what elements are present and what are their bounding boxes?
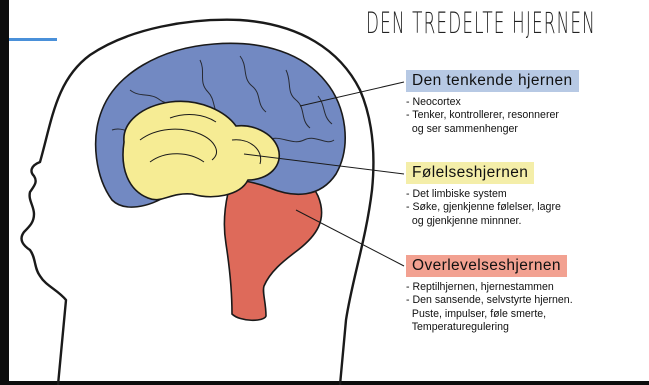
label-emotional-brain: Følelseshjernen xyxy=(406,162,534,184)
bullet-line: - Reptilhjernen, hjernestammen xyxy=(406,281,573,294)
bullet-line: Temperaturegulering xyxy=(406,321,573,334)
bullets-survival-brain: - Reptilhjernen, hjernestammen - Den san… xyxy=(406,281,573,334)
bullet-line: - Tenker, kontrollerer, resonnerer xyxy=(406,109,559,122)
diagram-title: DEN TREDELTE HJERNEN xyxy=(366,6,528,40)
bullet-line: - Søke, gjenkjenne følelser, lagre xyxy=(406,201,561,214)
label-survival-brain: Overlevelseshjernen xyxy=(406,255,567,277)
label-thinking-brain: Den tenkende hjernen xyxy=(406,70,579,92)
bullet-line: - Neocortex xyxy=(406,96,559,109)
bullets-thinking-brain: - Neocortex - Tenker, kontrollerer, reso… xyxy=(406,96,559,136)
bullet-line: Puste, impulser, føle smerte, xyxy=(406,308,573,321)
bullet-line: - Det limbiske system xyxy=(406,188,561,201)
brainstem xyxy=(224,174,321,320)
leader-line-brainstem xyxy=(296,210,404,266)
bullet-line: - Den sansende, selvstyrte hjernen. xyxy=(406,294,573,307)
bullet-line: og gjenkjenne minnner. xyxy=(406,215,561,228)
bullets-emotional-brain: - Det limbiske system - Søke, gjenkjenne… xyxy=(406,188,561,228)
bullet-line: og ser sammenhenger xyxy=(406,123,559,136)
